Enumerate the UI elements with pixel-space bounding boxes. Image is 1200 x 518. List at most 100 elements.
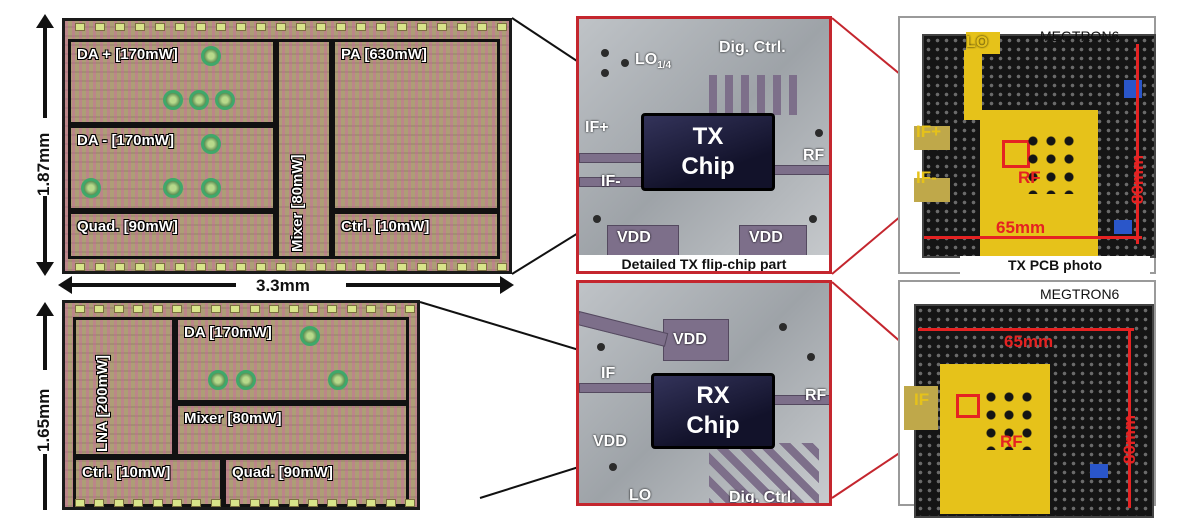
tx-if-connector-top	[914, 126, 950, 150]
inductor-icon	[81, 178, 101, 198]
tx-pcb-caption: TX PCB photo	[960, 256, 1150, 274]
bond-pad	[113, 499, 124, 507]
tx-rf-label: RF	[803, 147, 825, 164]
tx-da-plus-label: DA + [170mW]	[77, 46, 178, 63]
bond-pad	[255, 263, 266, 271]
bond-pad	[152, 305, 163, 313]
rx-pcb-width-label: 65mm	[1004, 332, 1054, 351]
rx-block-lna: LNA [200mW]	[73, 317, 175, 457]
inductor-icon	[201, 178, 221, 198]
bond-pad	[249, 499, 260, 507]
bond-pad	[376, 23, 387, 31]
rx-dig-traces	[709, 443, 819, 503]
rx-chip-site	[956, 394, 980, 418]
bond-pad	[75, 305, 85, 313]
bond-pad	[416, 263, 427, 271]
inductor-icon	[163, 90, 183, 110]
arrow-right-icon	[500, 276, 514, 294]
rx-if-connector	[904, 386, 938, 430]
arrow-left-icon	[58, 276, 72, 294]
tx-pcb-rf-label: RF	[1018, 168, 1041, 187]
bond-pad	[152, 499, 163, 507]
bond-pad	[497, 23, 507, 31]
rx-rf-label: RF	[805, 387, 827, 404]
tx-pcb-board	[914, 32, 1156, 260]
bond-pad	[133, 305, 144, 313]
tx-block-ctrl: Ctrl. [10mW]	[332, 211, 500, 259]
bond-pad	[476, 263, 487, 271]
bond-pad	[94, 499, 105, 507]
rx-ctrl-label: Ctrl. [10mW]	[82, 464, 171, 481]
rx-pcb-photo: MEGTRON6 65mm 80mm IF RF	[898, 280, 1156, 518]
tx-chip-line1: TX	[692, 123, 724, 150]
vdd-pad-right	[739, 225, 807, 257]
inductor-icon	[163, 178, 183, 198]
bond-pad	[327, 499, 338, 507]
bond-pad	[155, 23, 166, 31]
bond-pad	[135, 23, 146, 31]
bond-pad	[396, 23, 407, 31]
bond-pad	[269, 305, 280, 313]
tx-pcb-if-plus-label: IF+	[916, 122, 942, 141]
rx-pcb-if-label: IF	[914, 390, 930, 409]
bond-pad	[75, 263, 85, 271]
bond-pad	[385, 305, 396, 313]
bond-pad	[405, 305, 415, 313]
component-icon	[1090, 464, 1108, 478]
rx-pcb-rf-label: RF	[1000, 432, 1023, 451]
bond-pad	[366, 499, 377, 507]
bond-pad	[436, 263, 447, 271]
rx-vdd-top-label: VDD	[673, 331, 707, 348]
vdd-pad	[663, 319, 729, 361]
bond-pad	[249, 305, 260, 313]
tx-lo-subscript: 1/4	[657, 60, 672, 72]
tx-block-mixer: Mixer [80mW]	[276, 39, 332, 259]
rx-block-da: DA [170mW]	[175, 317, 409, 403]
tx-vdd-right-label: VDD	[749, 229, 783, 246]
bond-pad	[366, 305, 377, 313]
tx-rf-strip	[964, 50, 982, 120]
bond-pad	[155, 263, 166, 271]
bond-pad	[416, 23, 427, 31]
tx-chip-line2: Chip	[681, 153, 735, 180]
bond-pad	[115, 263, 126, 271]
bond-pad	[172, 305, 183, 313]
bond-pad	[307, 305, 318, 313]
bond-pad	[133, 499, 144, 507]
tx-pa-label: PA [630mW]	[341, 46, 427, 63]
bond-pad	[215, 263, 226, 271]
tx-ctrl-label: Ctrl. [10mW]	[341, 218, 430, 235]
inductor-icon	[201, 134, 221, 154]
bond-pad	[195, 263, 206, 271]
bond-pad	[115, 23, 126, 31]
bond-pad	[195, 23, 206, 31]
bond-pad	[275, 23, 286, 31]
bond-pad	[235, 23, 246, 31]
vdd-pad-left	[607, 225, 679, 257]
bond-pad	[255, 23, 266, 31]
bond-pad	[210, 305, 221, 313]
rf-trace	[765, 165, 829, 175]
bond-pad	[296, 263, 307, 271]
rx-quad-label: Quad. [90mW]	[232, 464, 333, 481]
tx-pcb-height-label: 80mm	[1128, 154, 1147, 204]
bond-pad	[346, 499, 357, 507]
bond-pad	[210, 499, 221, 507]
bond-pad	[95, 263, 106, 271]
bond-pad	[456, 263, 467, 271]
inductor-icon	[201, 46, 221, 66]
bond-pad	[113, 305, 124, 313]
tx-pcb-photo: MEGTRON6 LO IF+ IF- RF 65mm 80mm TX PCB …	[898, 16, 1156, 274]
bond-pad	[396, 263, 407, 271]
rx-chip-line2: Chip	[686, 412, 740, 439]
inductor-icon	[215, 90, 235, 110]
rx-pcb-material: MEGTRON6	[1040, 286, 1120, 302]
bond-pad	[288, 305, 299, 313]
rx-if-label: IF	[601, 365, 616, 382]
rx-chip: RX Chip	[651, 373, 775, 449]
inductor-icon	[236, 370, 256, 390]
tx-if-connector-bottom	[914, 178, 950, 202]
bond-pad	[346, 305, 357, 313]
bond-pad	[95, 23, 106, 31]
rx-heatsink-holes	[982, 388, 1038, 450]
